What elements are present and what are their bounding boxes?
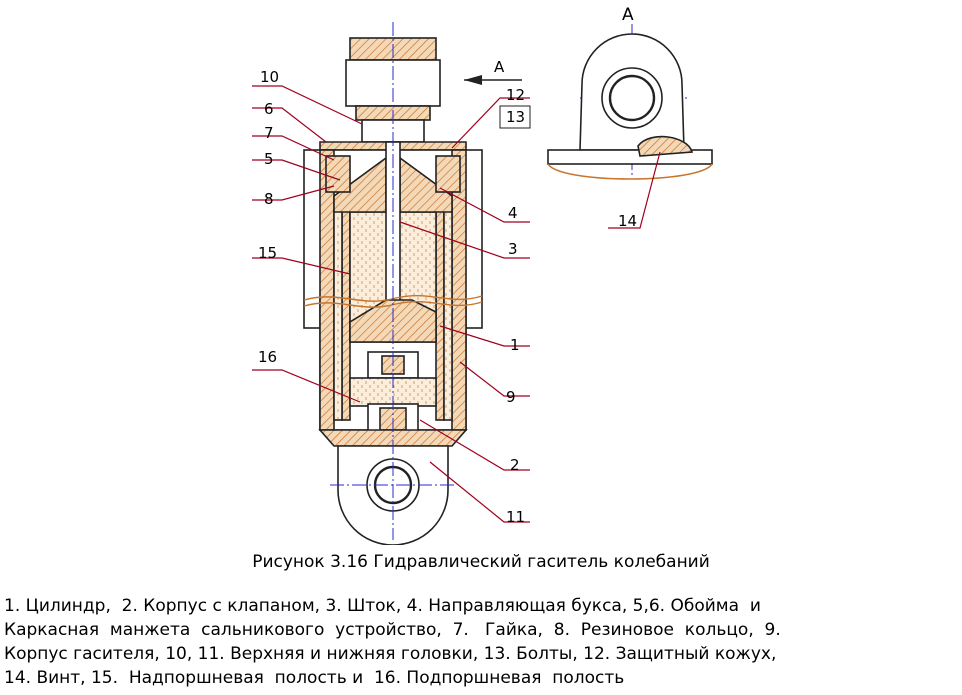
callout-9: 9 [506,388,516,406]
callout-11: 11 [506,508,525,526]
legend: 1. Цилиндр, 2. Корпус с клапаном, 3. Што… [4,594,960,690]
view-a-label: A [622,5,634,25]
cylinder-wall-left [341,209,351,421]
view-a-cover [547,163,713,180]
legend-line: 1. Цилиндр, 2. Корпус с клапаном, 3. Што… [4,596,761,616]
seal-left [325,155,351,193]
callout-3: 3 [508,240,518,258]
cylinder-wall-right [435,209,445,421]
reservoir-left [333,209,343,421]
callout-15: 15 [258,244,277,262]
callout-12: 12 [506,86,525,104]
shock-absorber-drawing: A A 10 6 7 5 8 15 16 12 13 [252,5,713,545]
seal-right [435,155,461,193]
bottom-cap [318,429,468,447]
callout-2: 2 [510,456,520,474]
callout-7: 7 [264,124,274,142]
callout-10: 10 [260,68,279,86]
callout-16: 16 [258,348,277,366]
legend-line: Корпус гасителя, 10, 11. Верхняя и нижня… [4,644,777,664]
view-a-eye-inner [608,74,656,122]
callout-1: 1 [510,336,520,354]
leaders [252,85,661,523]
callouts: 10 6 7 5 8 15 16 12 13 4 3 1 9 2 11 14 [258,68,637,526]
view-arrow: A [464,58,522,85]
callout-5: 5 [264,150,274,168]
break-line-2 [303,300,483,308]
callout-6: 6 [264,100,274,118]
arrow-label: A [494,58,505,76]
break-line [303,294,483,302]
reservoir-right [443,209,453,421]
legend-line: 14. Винт, 15. Надпоршневая полость и 16.… [4,668,625,688]
view-a-screw-area [637,135,694,157]
view-a [547,33,713,180]
legend-line: Каркасная манжета сальникового устройств… [4,620,781,640]
callout-8: 8 [264,190,274,208]
callout-14: 14 [618,212,637,230]
figure-caption: Рисунок 3.16 Гидравлический гаситель кол… [252,552,710,572]
callout-4: 4 [508,204,518,222]
callout-13-box [499,105,531,129]
callout-13: 13 [506,108,525,126]
